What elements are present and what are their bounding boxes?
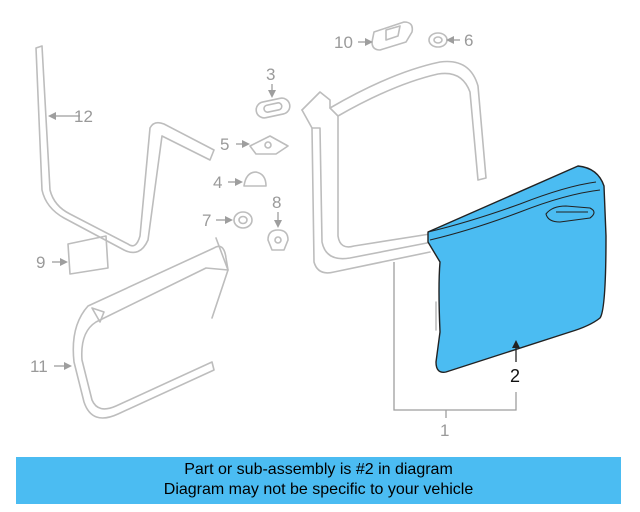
arrow-3 [268, 90, 276, 98]
bracket-1 [393, 262, 517, 411]
part-2-door-skin [427, 165, 607, 373]
arrow-5 [242, 140, 250, 148]
parts-diagram: 12 9 11 3 5 4 7 8 [30, 21, 607, 440]
part-3-clip [255, 97, 291, 119]
arrow-2 [512, 340, 520, 348]
part-10-bracket [371, 21, 414, 51]
callout-4: 4 [213, 173, 222, 192]
part-5-clip [249, 135, 289, 155]
callout-5: 5 [220, 135, 229, 154]
callout-6: 6 [464, 31, 473, 50]
arrow-11 [64, 362, 72, 370]
arrow-9 [60, 258, 68, 266]
callout-3: 3 [266, 65, 275, 84]
part-door-frame [301, 60, 487, 331]
callout-12: 12 [74, 107, 93, 126]
arrow-10 [365, 38, 373, 46]
part-7-grommet [233, 211, 253, 229]
callout-7: 7 [202, 211, 211, 230]
callout-9: 9 [36, 253, 45, 272]
arrow-6 [446, 36, 454, 44]
callout-1: 1 [440, 421, 449, 440]
arrow-7 [225, 216, 233, 224]
banner-line-1: Part or sub-assembly is #2 in diagram [184, 461, 453, 478]
part-11-body-seal [72, 237, 229, 419]
part-9-pad [67, 235, 109, 275]
callout-8: 8 [272, 193, 281, 212]
banner-line-2: Diagram may not be specific to your vehi… [163, 481, 474, 498]
part-6-grommet [428, 32, 448, 48]
info-banner: Part or sub-assembly is #2 in diagram Di… [16, 457, 621, 504]
callout-11: 11 [30, 357, 48, 376]
part-8-plug [267, 229, 289, 251]
arrow-4 [235, 178, 243, 186]
arrow-8 [274, 220, 282, 228]
part-4-bumper [243, 171, 267, 187]
callout-10: 10 [334, 33, 353, 52]
callout-2: 2 [510, 366, 520, 386]
part-12-weatherstrip [35, 45, 215, 254]
arrow-12 [48, 112, 56, 120]
